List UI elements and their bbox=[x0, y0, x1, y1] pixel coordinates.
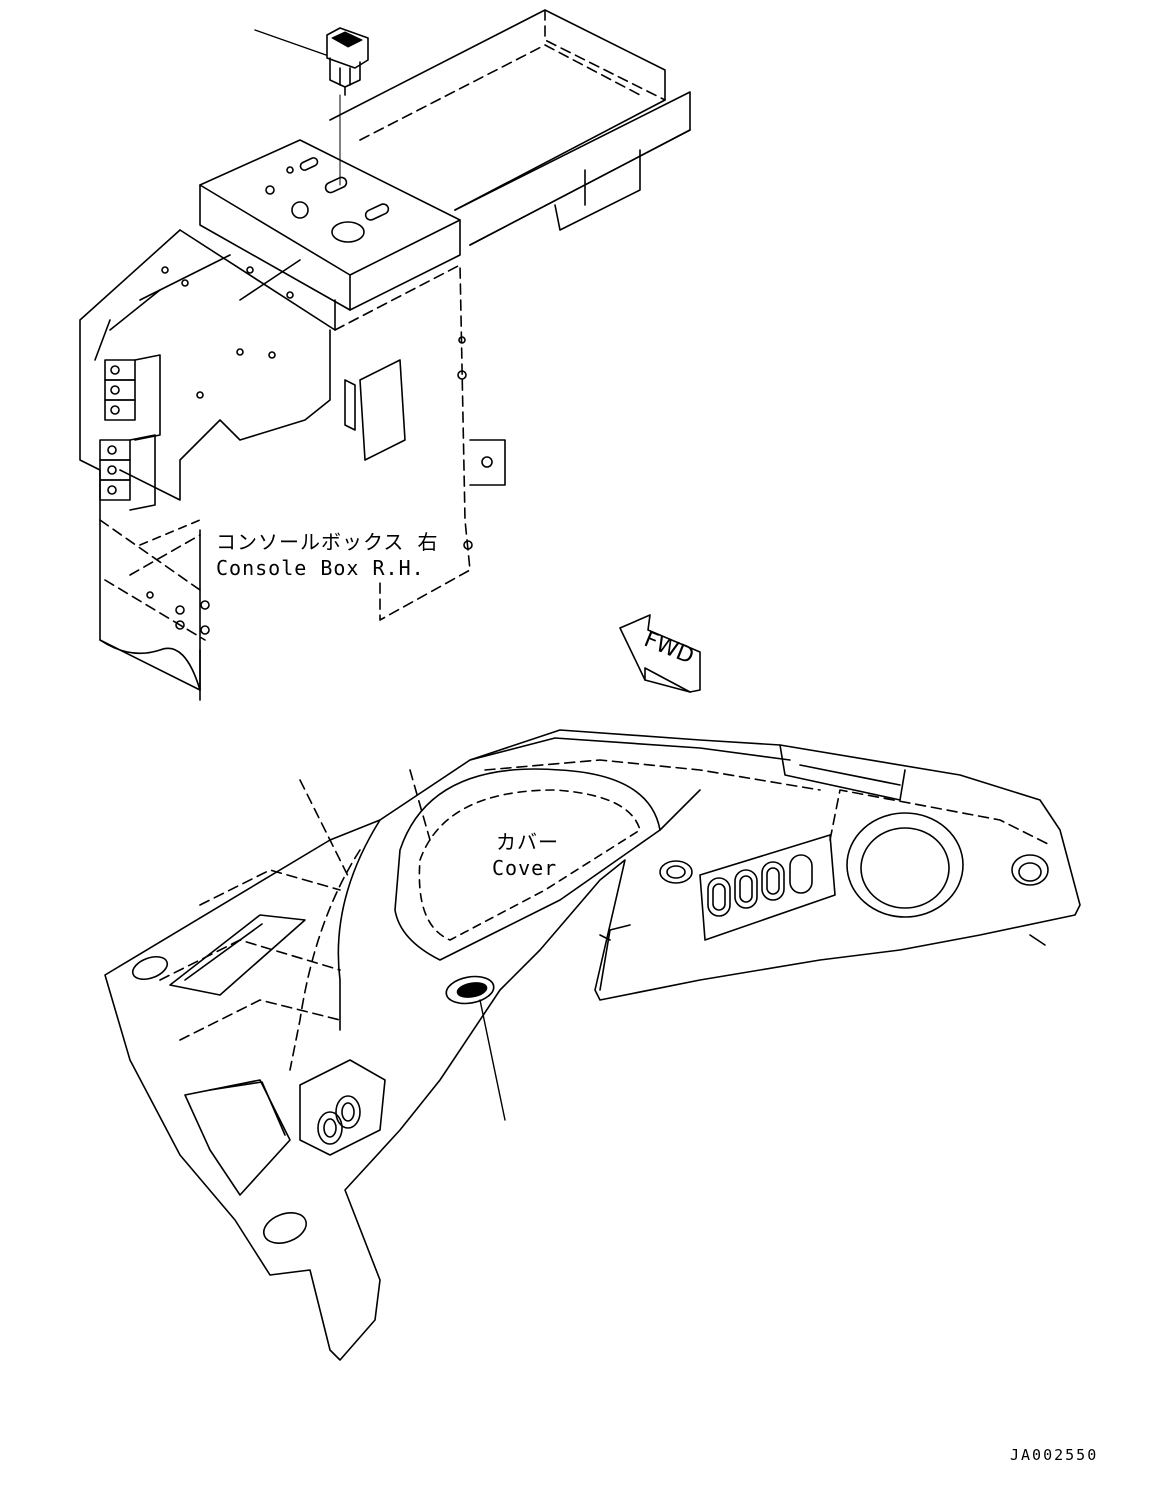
cover-label-jp: カバー bbox=[496, 830, 559, 854]
switch-bank-right bbox=[699, 834, 836, 941]
cover-label-en: Cover bbox=[492, 856, 558, 880]
fwd-arrow-icon: FWD bbox=[619, 614, 701, 693]
console-box-label-en: Console Box R.H. bbox=[216, 556, 425, 580]
cover-assembly bbox=[104, 729, 1081, 1361]
connector-blocks bbox=[99, 354, 161, 511]
switch-part-cover bbox=[445, 975, 506, 1121]
console-box-frame bbox=[79, 9, 691, 701]
switch-part-upper bbox=[254, 27, 369, 186]
fwd-label: FWD bbox=[640, 627, 697, 669]
console-box-label-jp: コンソールボックス 右 bbox=[216, 530, 439, 554]
drawing-number: JA002550 bbox=[1010, 1446, 1099, 1464]
